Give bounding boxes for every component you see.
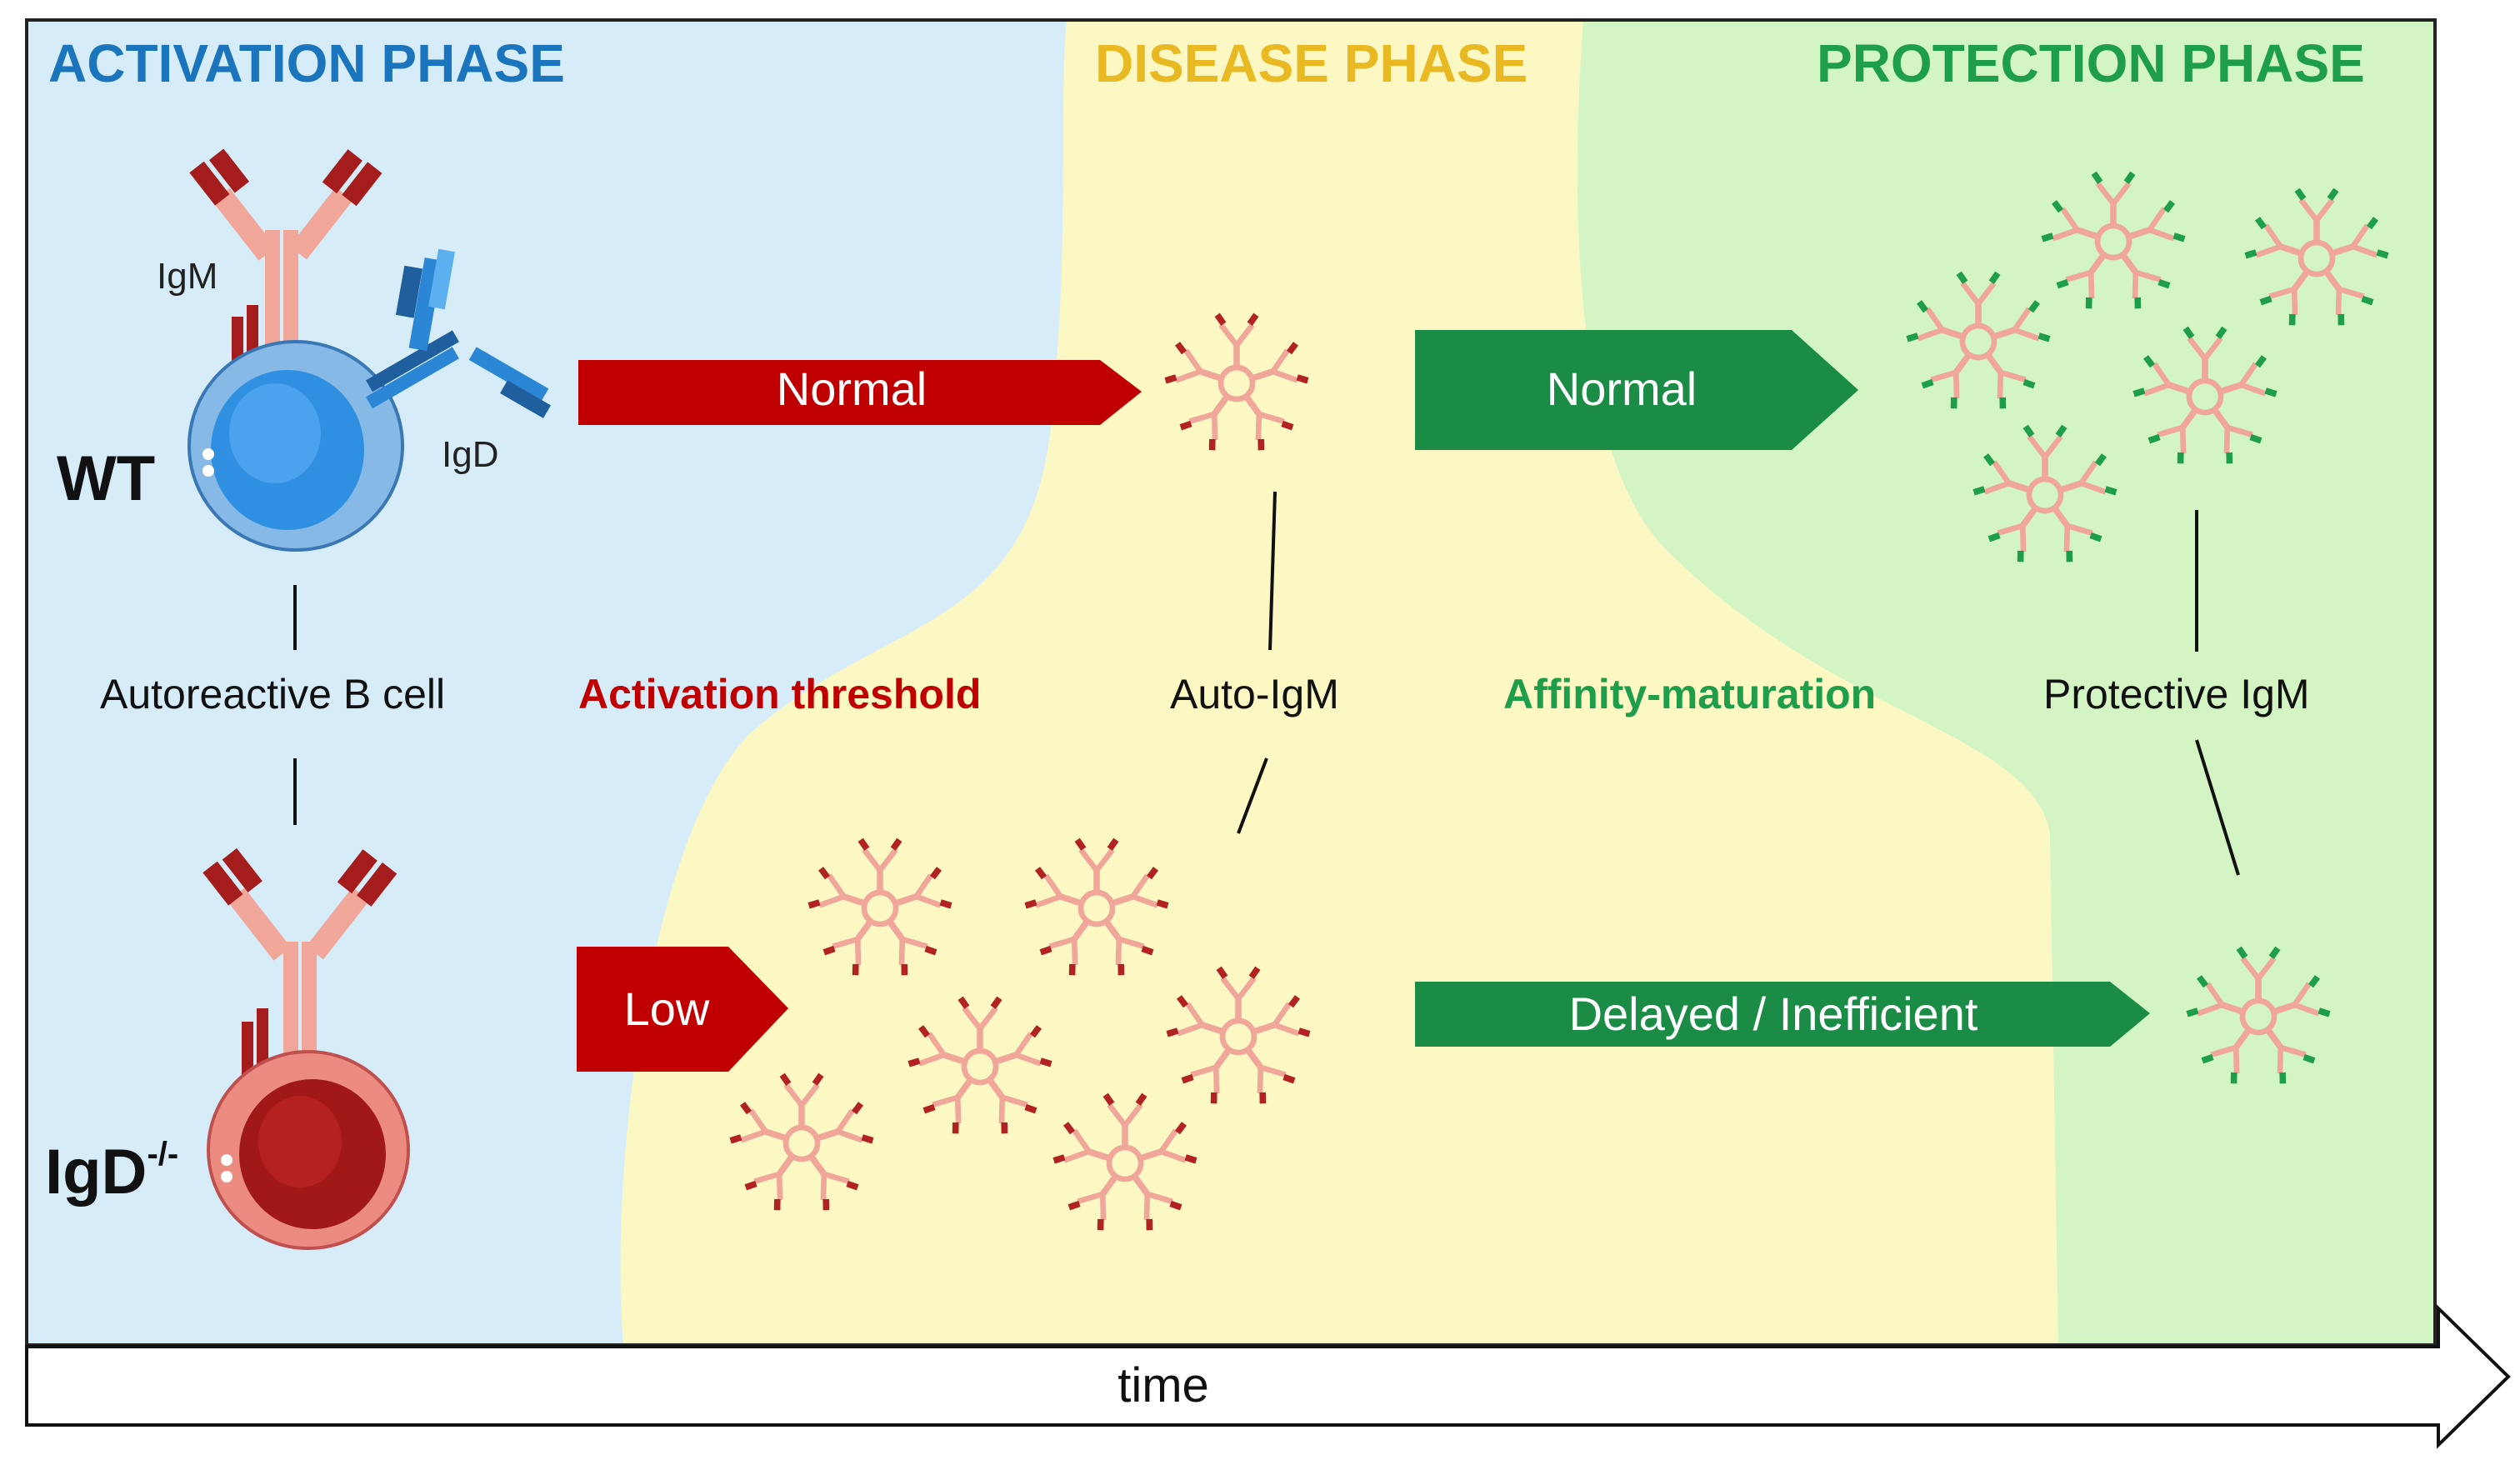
auto-igm-pentamer-icon [729, 1072, 874, 1211]
autoreactive-b-cell-label: Autoreactive B cell [100, 671, 445, 718]
igm-label: IgM [157, 256, 218, 297]
protective-igm-pentamer-icon [2041, 171, 2186, 309]
igm-pentamer-group [729, 171, 2389, 1231]
auto-igm-pentamer-icon [1024, 838, 1169, 976]
igd-receptor-icon [366, 248, 551, 418]
protective-igm-pentamer-icon [1972, 424, 2118, 562]
ko-activation-arrow-label: Low [624, 982, 710, 1035]
wt-maturation-arrow: Normal [1415, 330, 1858, 450]
auto-igm-pentamer-icon [1164, 312, 1309, 451]
ko-maturation-arrow: Delayed / Inefficient [1415, 982, 2150, 1047]
auto-igm-leader-line [1268, 491, 1277, 651]
igd-knockout-b-cell [202, 848, 410, 1250]
protective-igm-pentamer-icon [2244, 188, 2389, 326]
wt-label: WT [57, 443, 155, 514]
auto-igm-pentamer-icon [908, 996, 1052, 1134]
auto-igm-leader-line [1237, 758, 1268, 834]
igd-label: IgD [442, 434, 498, 475]
ko-activation-arrow: Low [577, 947, 788, 1072]
time-axis-label: time [1118, 1358, 1209, 1412]
wt-b-cell [188, 148, 551, 552]
wt-activation-arrow-label: Normal [777, 362, 927, 415]
activation-threshold-label: Activation threshold [578, 671, 981, 718]
wt-activation-arrow: Normal [578, 360, 1142, 425]
activation-phase-title: ACTIVATION PHASE [48, 33, 565, 93]
protective-igm-pentamer-icon [2132, 326, 2278, 464]
ko-maturation-arrow-label: Delayed / Inefficient [1569, 988, 1978, 1040]
auto-igm-pentamer-icon [1052, 1092, 1198, 1231]
protective-igm-pentamer-icon [1906, 271, 2051, 409]
wt-maturation-arrow-label: Normal [1547, 362, 1697, 415]
auto-igm-pentamer-icon [1166, 966, 1311, 1104]
auto-igm-label: Auto-IgM [1170, 671, 1339, 718]
disease-phase-title: DISEASE PHASE [1095, 33, 1528, 93]
protective-igm-leader-line [2195, 739, 2240, 876]
protective-igm-label: Protective IgM [2043, 671, 2310, 718]
protection-phase-title: PROTECTION PHASE [1817, 33, 2365, 93]
time-axis-arrow: time [25, 1304, 2511, 1449]
auto-igm-pentamer-icon [808, 838, 952, 976]
affinity-maturation-label: Affinity-maturation [1503, 671, 1876, 718]
protective-igm-pentamer-icon [2186, 946, 2331, 1084]
igd-knockout-label: IgD-/- [45, 1136, 178, 1208]
